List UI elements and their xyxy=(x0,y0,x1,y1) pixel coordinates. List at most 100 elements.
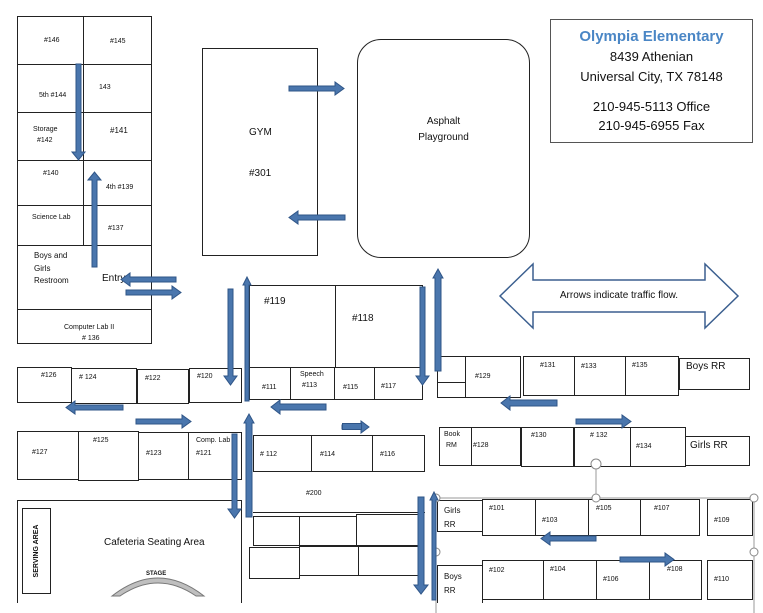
room-113: #113 xyxy=(302,382,318,389)
boys-rr-bottom-box xyxy=(437,565,483,603)
room-131: #131 xyxy=(540,362,556,369)
arrow-right-mid-1 xyxy=(135,414,192,429)
small-room-f xyxy=(358,546,422,576)
room-107: #107 xyxy=(654,505,670,512)
room-121: #121 xyxy=(196,450,212,457)
book-room-label: Book xyxy=(444,431,460,438)
arrow-right-mid-2-body xyxy=(342,423,362,430)
computer-lab-ii-label: Computer Lab II xyxy=(64,324,115,331)
book-room-divider xyxy=(471,427,472,466)
girls-rr-bottom-2: RR xyxy=(444,520,456,529)
school-name: Olympia Elementary xyxy=(579,28,724,45)
room-123: #123 xyxy=(146,450,162,457)
cafeteria-label: Cafeteria Seating Area xyxy=(104,537,205,548)
room-130: #130 xyxy=(531,432,547,439)
room-126: #126 xyxy=(41,372,57,379)
room-110: #110 xyxy=(714,576,730,583)
room-127-box xyxy=(17,431,79,480)
room-130-box xyxy=(521,427,574,467)
gym-room-number: #301 xyxy=(249,168,272,179)
room-129-divider xyxy=(465,356,466,398)
room-133-box xyxy=(574,356,626,396)
book-room-box xyxy=(439,427,521,466)
room-124: # 124 xyxy=(79,374,97,381)
room-136: # 136 xyxy=(82,335,100,342)
boys-rr-top: Boys RR xyxy=(686,361,726,372)
divider-top-bottom xyxy=(249,367,423,368)
gym-301: GYM #301 xyxy=(202,48,318,256)
divider-111 xyxy=(290,367,291,400)
room-124-box xyxy=(71,368,137,404)
room-101: #101 xyxy=(489,505,505,512)
room-127: #127 xyxy=(32,449,48,456)
wing-divider-h xyxy=(17,64,152,65)
divider-119-118 xyxy=(335,285,336,367)
room-125: #125 xyxy=(93,437,109,444)
girls-rr-mid-box xyxy=(685,436,750,466)
room-106: #106 xyxy=(603,576,619,583)
center-block xyxy=(249,285,423,400)
room-141: #141 xyxy=(110,126,128,135)
computer-lab-ii xyxy=(17,310,152,344)
girls-rr-mid: Girls RR xyxy=(690,440,728,451)
room-104: #104 xyxy=(550,566,566,573)
room-102: #102 xyxy=(489,567,505,574)
address-line-1: 8439 Athenian xyxy=(609,49,694,64)
room-144: 5th #144 xyxy=(39,92,67,99)
room-125-box xyxy=(78,431,139,481)
room-105: #105 xyxy=(596,505,612,512)
restroom-label-1: Boys and xyxy=(34,251,68,260)
room-139: 4th #139 xyxy=(106,184,134,191)
legend-text: Arrows indicate traffic flow. xyxy=(559,290,679,301)
small-room-a xyxy=(253,516,300,546)
room-146: #146 xyxy=(44,37,60,44)
comp-lab-label: Comp. Lab xyxy=(196,437,231,444)
boys-rr-top-box xyxy=(679,358,750,390)
wing-divider-h xyxy=(17,160,152,161)
arrow-left-mid-2 xyxy=(270,398,327,416)
room-129-divider-h xyxy=(437,382,465,383)
room-122: #122 xyxy=(145,375,161,382)
small-room-d xyxy=(249,547,300,579)
boys-rr-bottom-2: RR xyxy=(444,586,456,595)
book-room-label-2: RM xyxy=(446,442,457,449)
asphalt-playground: Asphalt Playground xyxy=(357,39,530,258)
divider-113 xyxy=(334,367,335,400)
room-140: #140 xyxy=(43,170,59,177)
room-142: #142 xyxy=(37,137,53,144)
room-143: 143 xyxy=(99,84,111,91)
serving-area-label: SERVING AREA xyxy=(32,524,40,578)
room-102-box xyxy=(482,560,544,600)
room-129: #129 xyxy=(475,373,491,380)
area-200-bottom xyxy=(253,512,425,513)
room-114: #114 xyxy=(320,451,336,458)
office-phone: 210-945-5113 Office xyxy=(592,99,711,114)
room-135-box xyxy=(625,356,679,396)
room-109: #109 xyxy=(714,517,730,524)
area-200-top xyxy=(253,471,425,472)
room-117: #117 xyxy=(381,383,397,390)
room-145: #145 xyxy=(110,38,126,45)
arrow-left-right-hall xyxy=(500,394,558,412)
room-118: #118 xyxy=(352,313,374,324)
room-133: #133 xyxy=(581,363,597,370)
speech-label: Speech xyxy=(300,371,324,378)
room-134: #134 xyxy=(636,443,652,450)
storage-label: Storage xyxy=(33,126,58,133)
divider-115 xyxy=(374,367,375,400)
room-137: #137 xyxy=(108,225,124,232)
wing-divider-h xyxy=(17,112,152,113)
restroom-label-2: Girls xyxy=(34,264,51,273)
wing-divider-h xyxy=(17,245,152,246)
room-132: # 132 xyxy=(590,432,608,439)
small-room-e xyxy=(299,546,359,576)
room-112: # 112 xyxy=(260,451,277,458)
room-119: #119 xyxy=(264,296,286,307)
small-room-b xyxy=(299,516,357,546)
entry-label: Entry xyxy=(102,273,126,284)
school-info-box: Olympia Elementary 8439 Athenian Univers… xyxy=(550,19,753,143)
playground-label-1: Asphalt xyxy=(426,116,461,127)
restroom-label-3: Restroom xyxy=(34,276,69,285)
room-120: #120 xyxy=(197,373,213,380)
gym-label: GYM xyxy=(249,127,272,138)
